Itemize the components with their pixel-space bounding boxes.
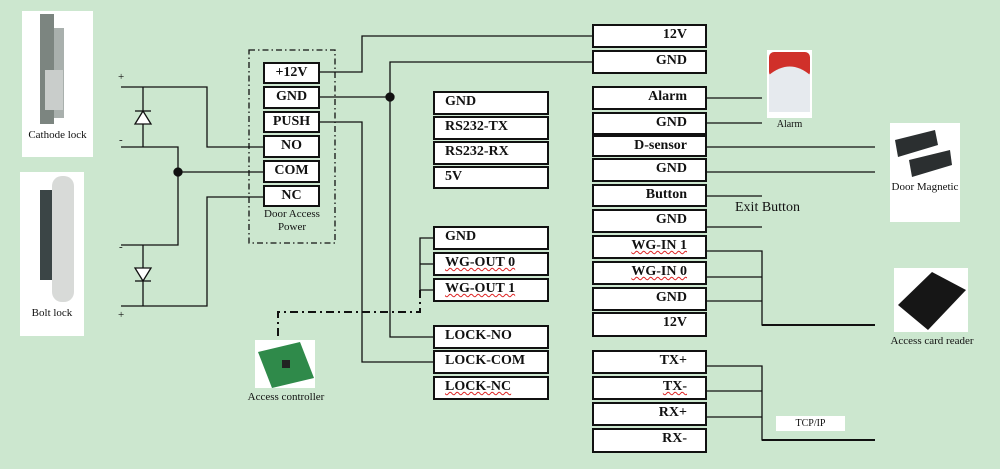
terminal-wg-in-0: WG-IN 0 xyxy=(592,261,707,285)
terminal-rx-minus: RX- xyxy=(592,428,707,453)
terminal-wg-out-1: WG-OUT 1 xyxy=(433,278,549,302)
terminal-12v: 12V xyxy=(592,24,707,48)
terminal-power-no: NO xyxy=(263,135,320,158)
wire-no xyxy=(121,86,263,148)
wire-push xyxy=(320,121,433,363)
plus-sign: + xyxy=(118,309,125,321)
cathode-lock-icon xyxy=(22,11,93,157)
terminal-button: Button xyxy=(592,184,707,207)
terminal-rx-plus: RX+ xyxy=(592,402,707,426)
alarm-siren-icon xyxy=(767,50,812,118)
terminal-rs232-rx: RS232-RX xyxy=(433,141,549,165)
exit-button-label: Exit Button xyxy=(735,200,800,215)
wire-12v xyxy=(320,35,592,73)
tcpip-label: TCP/IP xyxy=(776,416,845,431)
door-magnetic-icon xyxy=(890,123,960,222)
controller-link xyxy=(277,290,421,340)
terminal-sensor-gnd: GND xyxy=(592,158,707,182)
diode-top-icon xyxy=(133,109,153,125)
terminal-reader-12v: 12V xyxy=(592,312,707,337)
bolt-lock-label: Bolt lock xyxy=(31,307,73,319)
terminal-lock-nc: LOCK-NC xyxy=(433,376,549,400)
terminal-alarm-gnd: GND xyxy=(592,112,707,135)
terminal-rs232-tx: RS232-TX xyxy=(433,116,549,140)
terminal-lock-no: LOCK-NO xyxy=(433,325,549,349)
terminal-lock-com: LOCK-COM xyxy=(433,350,549,374)
terminal-tx-minus: TX- xyxy=(592,376,707,400)
terminal-tx-plus: TX+ xyxy=(592,350,707,374)
card-reader-label: Access card reader xyxy=(890,335,974,347)
terminal-power-com: COM xyxy=(263,160,320,183)
wire-com xyxy=(121,146,179,246)
terminal-power-push: PUSH xyxy=(263,111,320,133)
terminal-wg-out-0: WG-OUT 0 xyxy=(433,252,549,276)
door-magnetic-label: Door Magnetic xyxy=(891,181,959,193)
terminal-reader-gnd: GND xyxy=(592,287,707,311)
terminal-wgout-gnd: GND xyxy=(433,226,549,250)
terminal-rs232-gnd: GND xyxy=(433,91,549,115)
bolt-lock-icon xyxy=(20,172,84,336)
diode-bottom-icon xyxy=(133,267,153,283)
wire-gnd xyxy=(389,61,592,338)
terminal-button-gnd: GND xyxy=(592,209,707,233)
junction-dot xyxy=(173,167,183,177)
minus-sign: - xyxy=(119,134,123,146)
terminal-power-gnd: GND xyxy=(263,86,320,109)
terminal-d-sensor: D-sensor xyxy=(592,135,707,157)
cathode-lock-label: Cathode lock xyxy=(28,129,87,141)
controller-label: Access controller xyxy=(247,391,325,403)
power-label: Door Access Power xyxy=(264,208,320,233)
terminal-5v: 5V xyxy=(433,166,549,189)
plus-sign: + xyxy=(118,71,125,83)
terminal-gnd: GND xyxy=(592,50,707,74)
terminal-wg-in-1: WG-IN 1 xyxy=(592,235,707,259)
card-reader-icon xyxy=(894,268,968,332)
terminal-alarm: Alarm xyxy=(592,86,707,110)
wire-nc xyxy=(121,196,263,307)
controller-board-icon xyxy=(255,340,315,388)
alarm-label: Alarm xyxy=(776,119,803,130)
terminal-power-nc: NC xyxy=(263,185,320,207)
terminal-power-12v: +12V xyxy=(263,62,320,84)
minus-sign: - xyxy=(119,241,123,253)
